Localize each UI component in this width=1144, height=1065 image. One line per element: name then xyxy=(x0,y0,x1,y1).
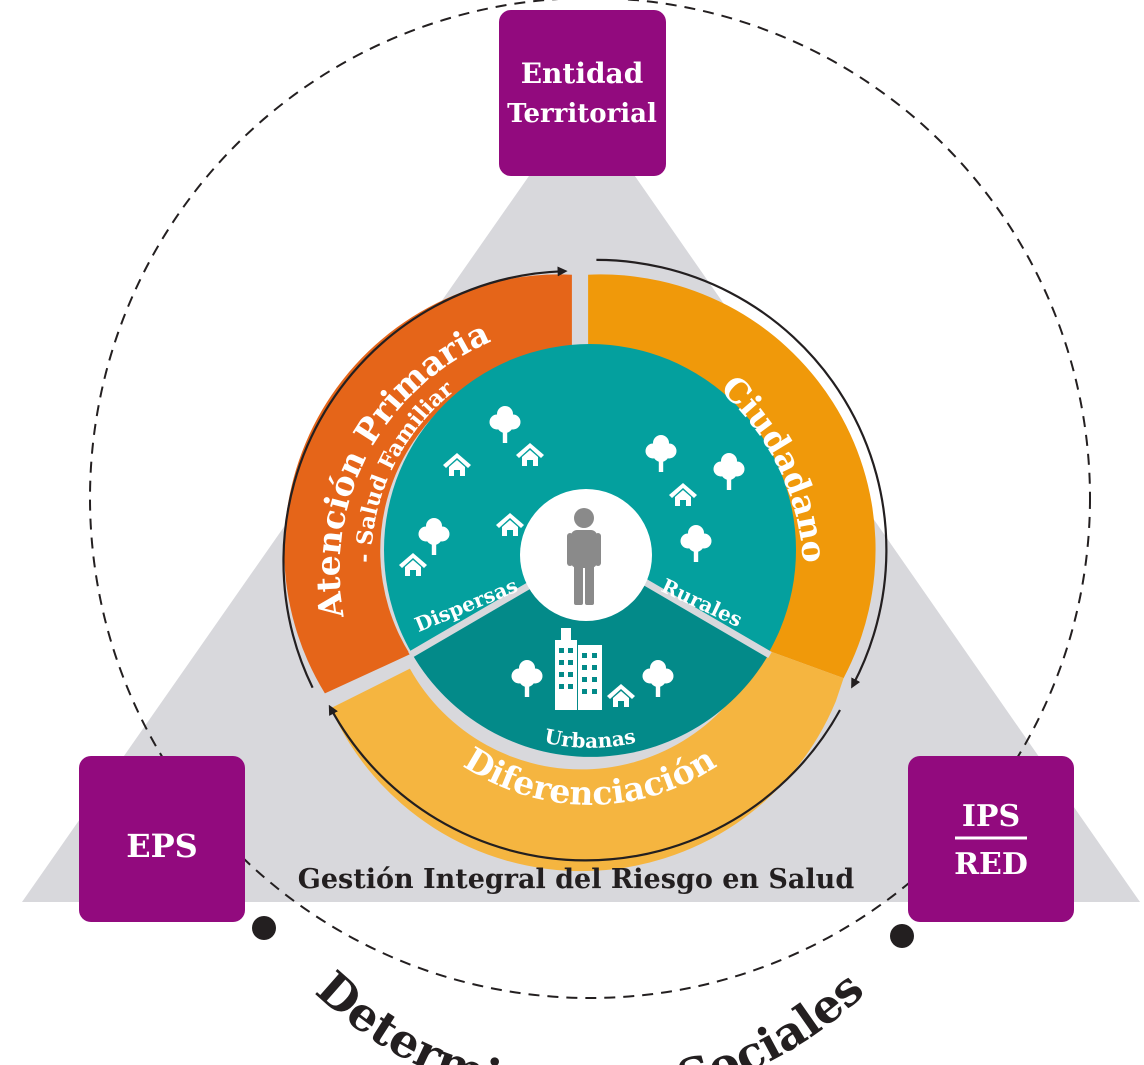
bullet-right xyxy=(890,924,914,948)
buildings-icon xyxy=(555,628,602,710)
ips-line2: RED xyxy=(954,847,1028,882)
arrow-ciudadano xyxy=(596,258,888,689)
territory-icons xyxy=(399,406,745,710)
gestion-label: Gestión Integral del Riesgo en Salud xyxy=(298,864,855,895)
person-icon xyxy=(567,508,601,605)
ring-segment-atencion-primaria xyxy=(284,274,572,694)
eps-label: EPS xyxy=(126,827,198,865)
node-eps: EPS xyxy=(79,756,245,922)
determinantes-label: Determinantes Sociales xyxy=(306,961,873,1065)
arrow-diferenciacion xyxy=(328,704,841,862)
bullet-left xyxy=(252,916,276,940)
ring-segment-ciudadano xyxy=(588,274,876,679)
svg-text:Determinantes Sociales: Determinantes Sociales xyxy=(306,961,873,1065)
building-windows xyxy=(559,648,597,694)
node-entidad-territorial: Entidad Territorial xyxy=(499,10,666,176)
node-ips-red: IPS RED xyxy=(908,756,1074,922)
entidad-line2: Territorial xyxy=(507,99,657,129)
ring-segment-diferenciacion xyxy=(330,648,844,872)
dashed-cycle xyxy=(89,0,1091,999)
entidad-line1: Entidad xyxy=(521,57,644,90)
arrow-atencion xyxy=(282,266,568,689)
ips-line1: IPS xyxy=(962,799,1020,834)
